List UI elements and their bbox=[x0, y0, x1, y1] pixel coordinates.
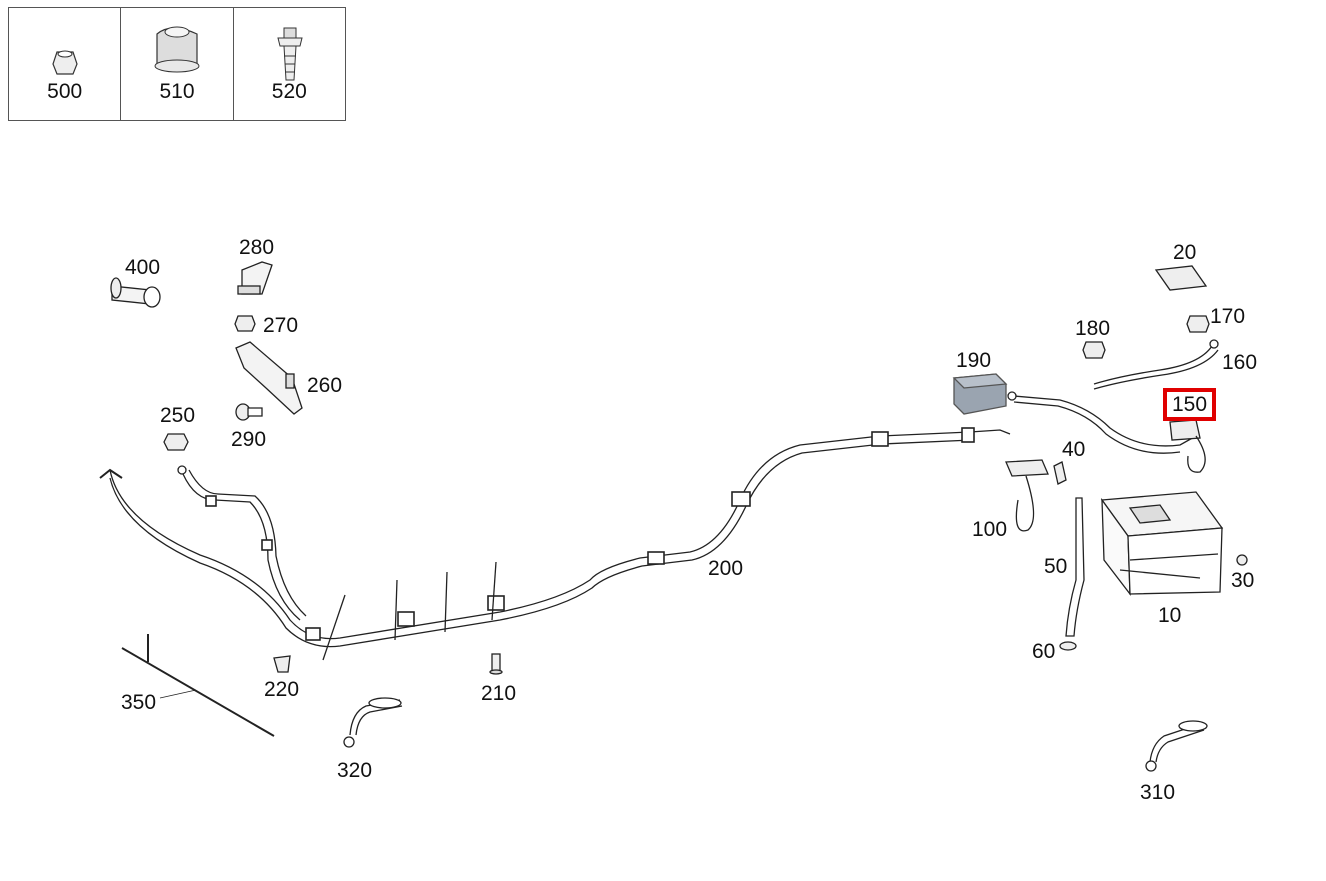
callout-280[interactable]: 280 bbox=[239, 236, 275, 259]
callout-30[interactable]: 30 bbox=[1231, 569, 1255, 592]
part-170-nut[interactable] bbox=[1186, 315, 1210, 333]
callout-160[interactable]: 160 bbox=[1222, 351, 1258, 374]
part-160-cable[interactable] bbox=[1093, 339, 1219, 390]
part-150-cable[interactable] bbox=[1007, 391, 1206, 473]
part-40-fitting[interactable] bbox=[1053, 461, 1067, 485]
part-270-nut[interactable] bbox=[234, 315, 256, 332]
grommet-icon bbox=[154, 26, 200, 73]
part-210-bolt[interactable] bbox=[489, 653, 503, 675]
part-20-plate[interactable] bbox=[1154, 265, 1208, 291]
part-220-clip[interactable] bbox=[273, 655, 291, 673]
part-250-nut[interactable] bbox=[163, 433, 189, 451]
left-terminals bbox=[99, 465, 187, 479]
callout-170[interactable]: 170 bbox=[1210, 305, 1246, 328]
callout-250[interactable]: 250 bbox=[160, 404, 196, 427]
bolt-icon bbox=[277, 27, 303, 81]
legend-cell-510[interactable]: 510 bbox=[121, 8, 234, 120]
part-50-hose[interactable] bbox=[1065, 497, 1085, 637]
callout-260[interactable]: 260 bbox=[307, 374, 343, 397]
callout-60[interactable]: 60 bbox=[1032, 640, 1056, 663]
callout-20[interactable]: 20 bbox=[1173, 241, 1197, 264]
part-30-screw[interactable] bbox=[1236, 554, 1248, 566]
callout-40[interactable]: 40 bbox=[1062, 438, 1086, 461]
part-180-nut[interactable] bbox=[1082, 341, 1106, 359]
callout-190[interactable]: 190 bbox=[956, 349, 992, 372]
callout-210[interactable]: 210 bbox=[481, 682, 517, 705]
part-310-cable[interactable] bbox=[1145, 720, 1208, 772]
main-harness-cable[interactable] bbox=[109, 429, 1011, 648]
callout-10[interactable]: 10 bbox=[1158, 604, 1182, 627]
callout-350[interactable]: 350 bbox=[121, 691, 157, 714]
legend-cell-500[interactable]: 500 bbox=[9, 8, 122, 120]
part-190-module[interactable] bbox=[952, 373, 1008, 415]
legend-label-500: 500 bbox=[47, 80, 83, 103]
part-400-sleeve[interactable] bbox=[110, 277, 161, 308]
callout-310[interactable]: 310 bbox=[1140, 781, 1176, 804]
callout-50[interactable]: 50 bbox=[1044, 555, 1068, 578]
part-10-battery[interactable] bbox=[1100, 491, 1224, 597]
part-60-nut[interactable] bbox=[1059, 641, 1077, 651]
callout-100[interactable]: 100 bbox=[972, 518, 1008, 541]
callout-180[interactable]: 180 bbox=[1075, 317, 1111, 340]
part-350-line[interactable] bbox=[121, 634, 275, 737]
callout-150[interactable]: 150 bbox=[1162, 388, 1217, 421]
part-320-cable[interactable] bbox=[343, 697, 403, 748]
callout-320[interactable]: 320 bbox=[337, 759, 373, 782]
callout-270[interactable]: 270 bbox=[263, 314, 299, 337]
legend-cell-520[interactable]: 520 bbox=[234, 8, 345, 120]
callout-400[interactable]: 400 bbox=[125, 256, 161, 279]
harness-clips bbox=[205, 427, 975, 641]
callout-200[interactable]: 200 bbox=[708, 557, 744, 580]
part-290-screw[interactable] bbox=[235, 403, 263, 421]
legend-label-510: 510 bbox=[159, 80, 195, 103]
leader-350 bbox=[159, 689, 197, 699]
callout-290[interactable]: 290 bbox=[231, 428, 267, 451]
part-280-bracket[interactable] bbox=[237, 261, 273, 295]
part-260-holder[interactable] bbox=[235, 341, 303, 415]
nut-icon bbox=[52, 50, 78, 75]
cable-ties bbox=[322, 561, 497, 661]
callout-220[interactable]: 220 bbox=[264, 678, 300, 701]
legend-table: 500 510 520 bbox=[8, 7, 346, 121]
legend-label-520: 520 bbox=[271, 80, 307, 103]
part-100-cable[interactable] bbox=[1005, 459, 1049, 532]
